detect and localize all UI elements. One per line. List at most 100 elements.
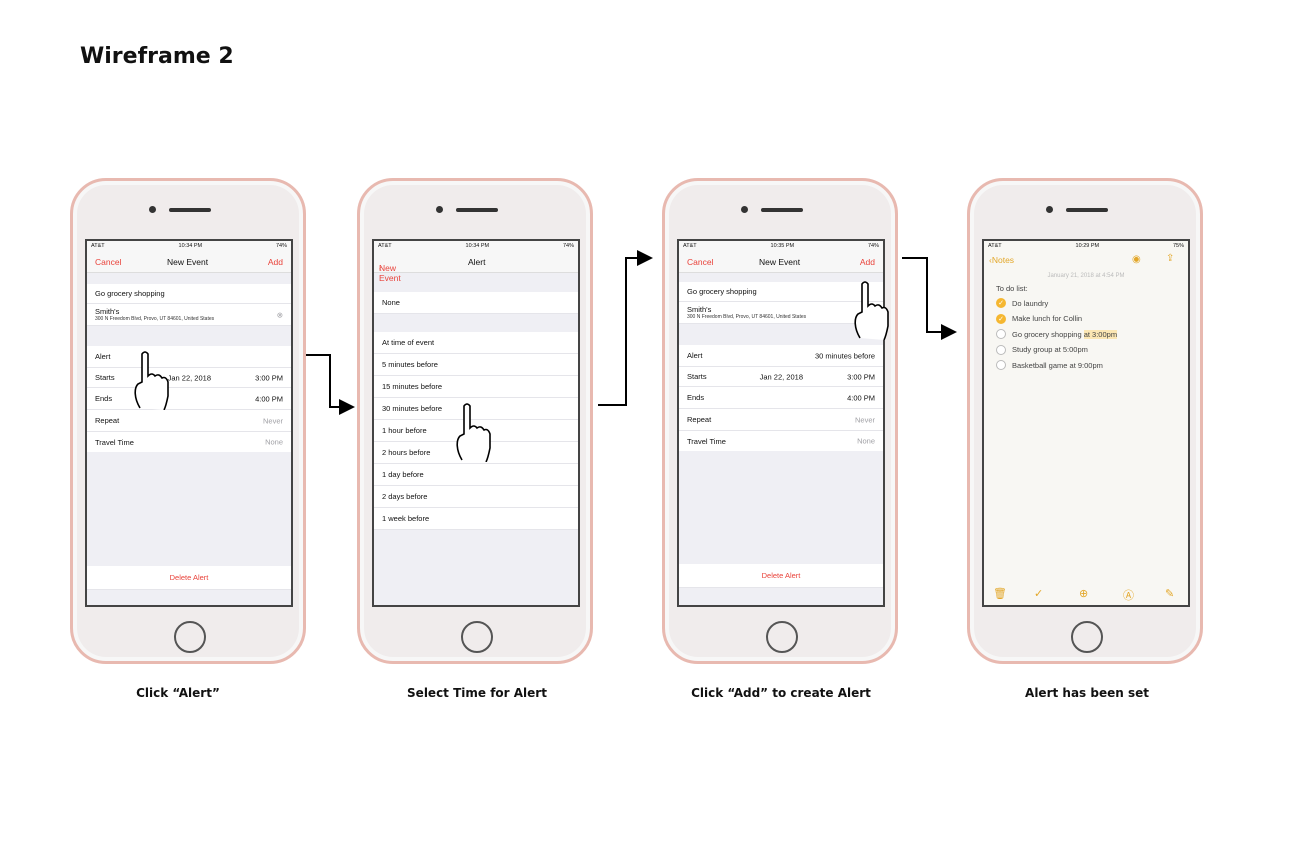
- add-people-icon[interactable]: ◉: [1132, 254, 1141, 265]
- battery: 74%: [867, 243, 879, 249]
- clock: 10:35 PM: [770, 243, 795, 249]
- event-title-field[interactable]: Go grocery shopping: [679, 282, 883, 302]
- todo-item: ✓ Do laundry: [996, 298, 1048, 308]
- battery: 75%: [1172, 243, 1184, 249]
- todo-text: Make lunch for Collin: [1012, 314, 1083, 323]
- checkbox[interactable]: [996, 329, 1006, 339]
- delete-alert-button[interactable]: Delete Alert: [87, 566, 291, 590]
- repeat-value: Never: [262, 416, 283, 425]
- alert-option[interactable]: 2 days before: [374, 486, 578, 508]
- caption-step-3: Click “Add” to create Alert: [691, 686, 871, 700]
- checkbox[interactable]: [996, 360, 1006, 370]
- compose-icon[interactable]: ✎: [1165, 588, 1175, 600]
- todo-text: Do laundry: [1012, 298, 1049, 308]
- clock: 10:34 PM: [178, 243, 203, 249]
- checklist-icon[interactable]: ✓: [1034, 588, 1044, 600]
- travel-value: None: [265, 437, 283, 447]
- todo-item: Go grocery shopping at 3:00pm: [996, 329, 1118, 339]
- alert-option[interactable]: At time of event: [374, 332, 578, 354]
- back-label: New Event: [379, 263, 401, 283]
- delete-alert-button[interactable]: Delete Alert: [679, 564, 883, 588]
- starts-label: Starts: [687, 372, 707, 381]
- alert-option[interactable]: 15 minutes before: [374, 376, 578, 398]
- cancel-button[interactable]: Cancel: [95, 257, 122, 267]
- todo-text: Go grocery shopping: [1012, 329, 1084, 339]
- alert-option[interactable]: 1 day before: [374, 464, 578, 486]
- battery: 74%: [562, 243, 574, 249]
- battery: 74%: [275, 243, 287, 249]
- arrow-3: [902, 257, 957, 340]
- add-icon[interactable]: ⊕: [1079, 588, 1089, 600]
- location-address: 300 N Freedom Blvd, Provo, UT 84601, Uni…: [687, 314, 807, 320]
- home-button: [1071, 621, 1103, 653]
- alert-row[interactable]: Alert 30 minutes before: [679, 345, 883, 367]
- alert-option[interactable]: 5 minutes before: [374, 354, 578, 376]
- travel-label: Travel Time: [95, 437, 134, 447]
- nav-title: New Event: [759, 257, 801, 267]
- speaker: [169, 208, 211, 212]
- chevron-left-icon: ‹: [989, 255, 992, 265]
- ends-time: 4:00 PM: [847, 393, 875, 402]
- nav-bar: Cancel New Event Add: [679, 251, 883, 273]
- alert-option[interactable]: 30 minutes before: [374, 398, 578, 420]
- alert-row[interactable]: Alert: [87, 346, 291, 368]
- alert-option-none[interactable]: None: [374, 292, 578, 314]
- starts-date: Jan 22, 2018: [759, 372, 803, 381]
- nav-title: Alert: [468, 257, 486, 267]
- alert-value: 30 minutes before: [814, 351, 875, 360]
- todo-item: Basketball game at 9:00pm: [996, 360, 1103, 370]
- alert-option[interactable]: 1 week before: [374, 508, 578, 530]
- checkbox[interactable]: [996, 344, 1006, 355]
- notes-back-button[interactable]: ‹Notes: [989, 255, 1014, 265]
- clear-icon[interactable]: ⊗: [276, 310, 283, 319]
- tap-hand-icon: [456, 403, 491, 462]
- add-button[interactable]: Add: [859, 257, 875, 267]
- back-label: Notes: [991, 255, 1015, 265]
- event-title-field[interactable]: Go grocery shopping: [87, 284, 291, 304]
- caption-step-4: Alert has been set: [1025, 686, 1149, 700]
- repeat-label: Repeat: [687, 415, 712, 424]
- trash-icon[interactable]: 🗑: [993, 588, 1007, 600]
- location-address: 300 N Freedom Blvd, Provo, UT 84601, Uni…: [95, 316, 215, 322]
- carrier: AT&T: [378, 243, 392, 249]
- alert-label: Alert: [687, 351, 703, 360]
- camera: [149, 206, 156, 213]
- checkbox[interactable]: ✓: [996, 313, 1006, 324]
- markup-icon[interactable]: Ⓐ: [1123, 590, 1134, 602]
- time-highlight[interactable]: at 3:00pm: [1083, 329, 1118, 339]
- cancel-button[interactable]: Cancel: [687, 257, 714, 267]
- arrow-2: [598, 250, 653, 406]
- todo-item: ✓ Make lunch for Collin: [996, 313, 1083, 324]
- nav-bar: Cancel New Event Add: [87, 251, 291, 273]
- alert-label: Alert: [95, 352, 111, 361]
- repeat-value: Never: [854, 415, 875, 424]
- todo-text: Basketball game at 9:00pm: [1012, 360, 1103, 370]
- status-bar: AT&T 10:34 PM 74%: [374, 241, 578, 251]
- add-button[interactable]: Add: [267, 257, 283, 267]
- home-button: [461, 621, 493, 653]
- ends-time: 4:00 PM: [255, 394, 283, 403]
- arrow-1: [306, 354, 355, 415]
- share-icon[interactable]: ⇪: [1166, 253, 1175, 264]
- repeat-row[interactable]: Repeat Never: [679, 409, 883, 431]
- travel-label: Travel Time: [687, 436, 726, 446]
- note-date: January 21, 2018 at 4:54 PM: [1047, 273, 1125, 279]
- camera: [436, 206, 443, 213]
- ends-label: Ends: [95, 394, 113, 403]
- checkbox[interactable]: ✓: [996, 298, 1006, 308]
- clock: 10:34 PM: [465, 243, 490, 249]
- travel-row[interactable]: Travel Time None: [87, 432, 291, 452]
